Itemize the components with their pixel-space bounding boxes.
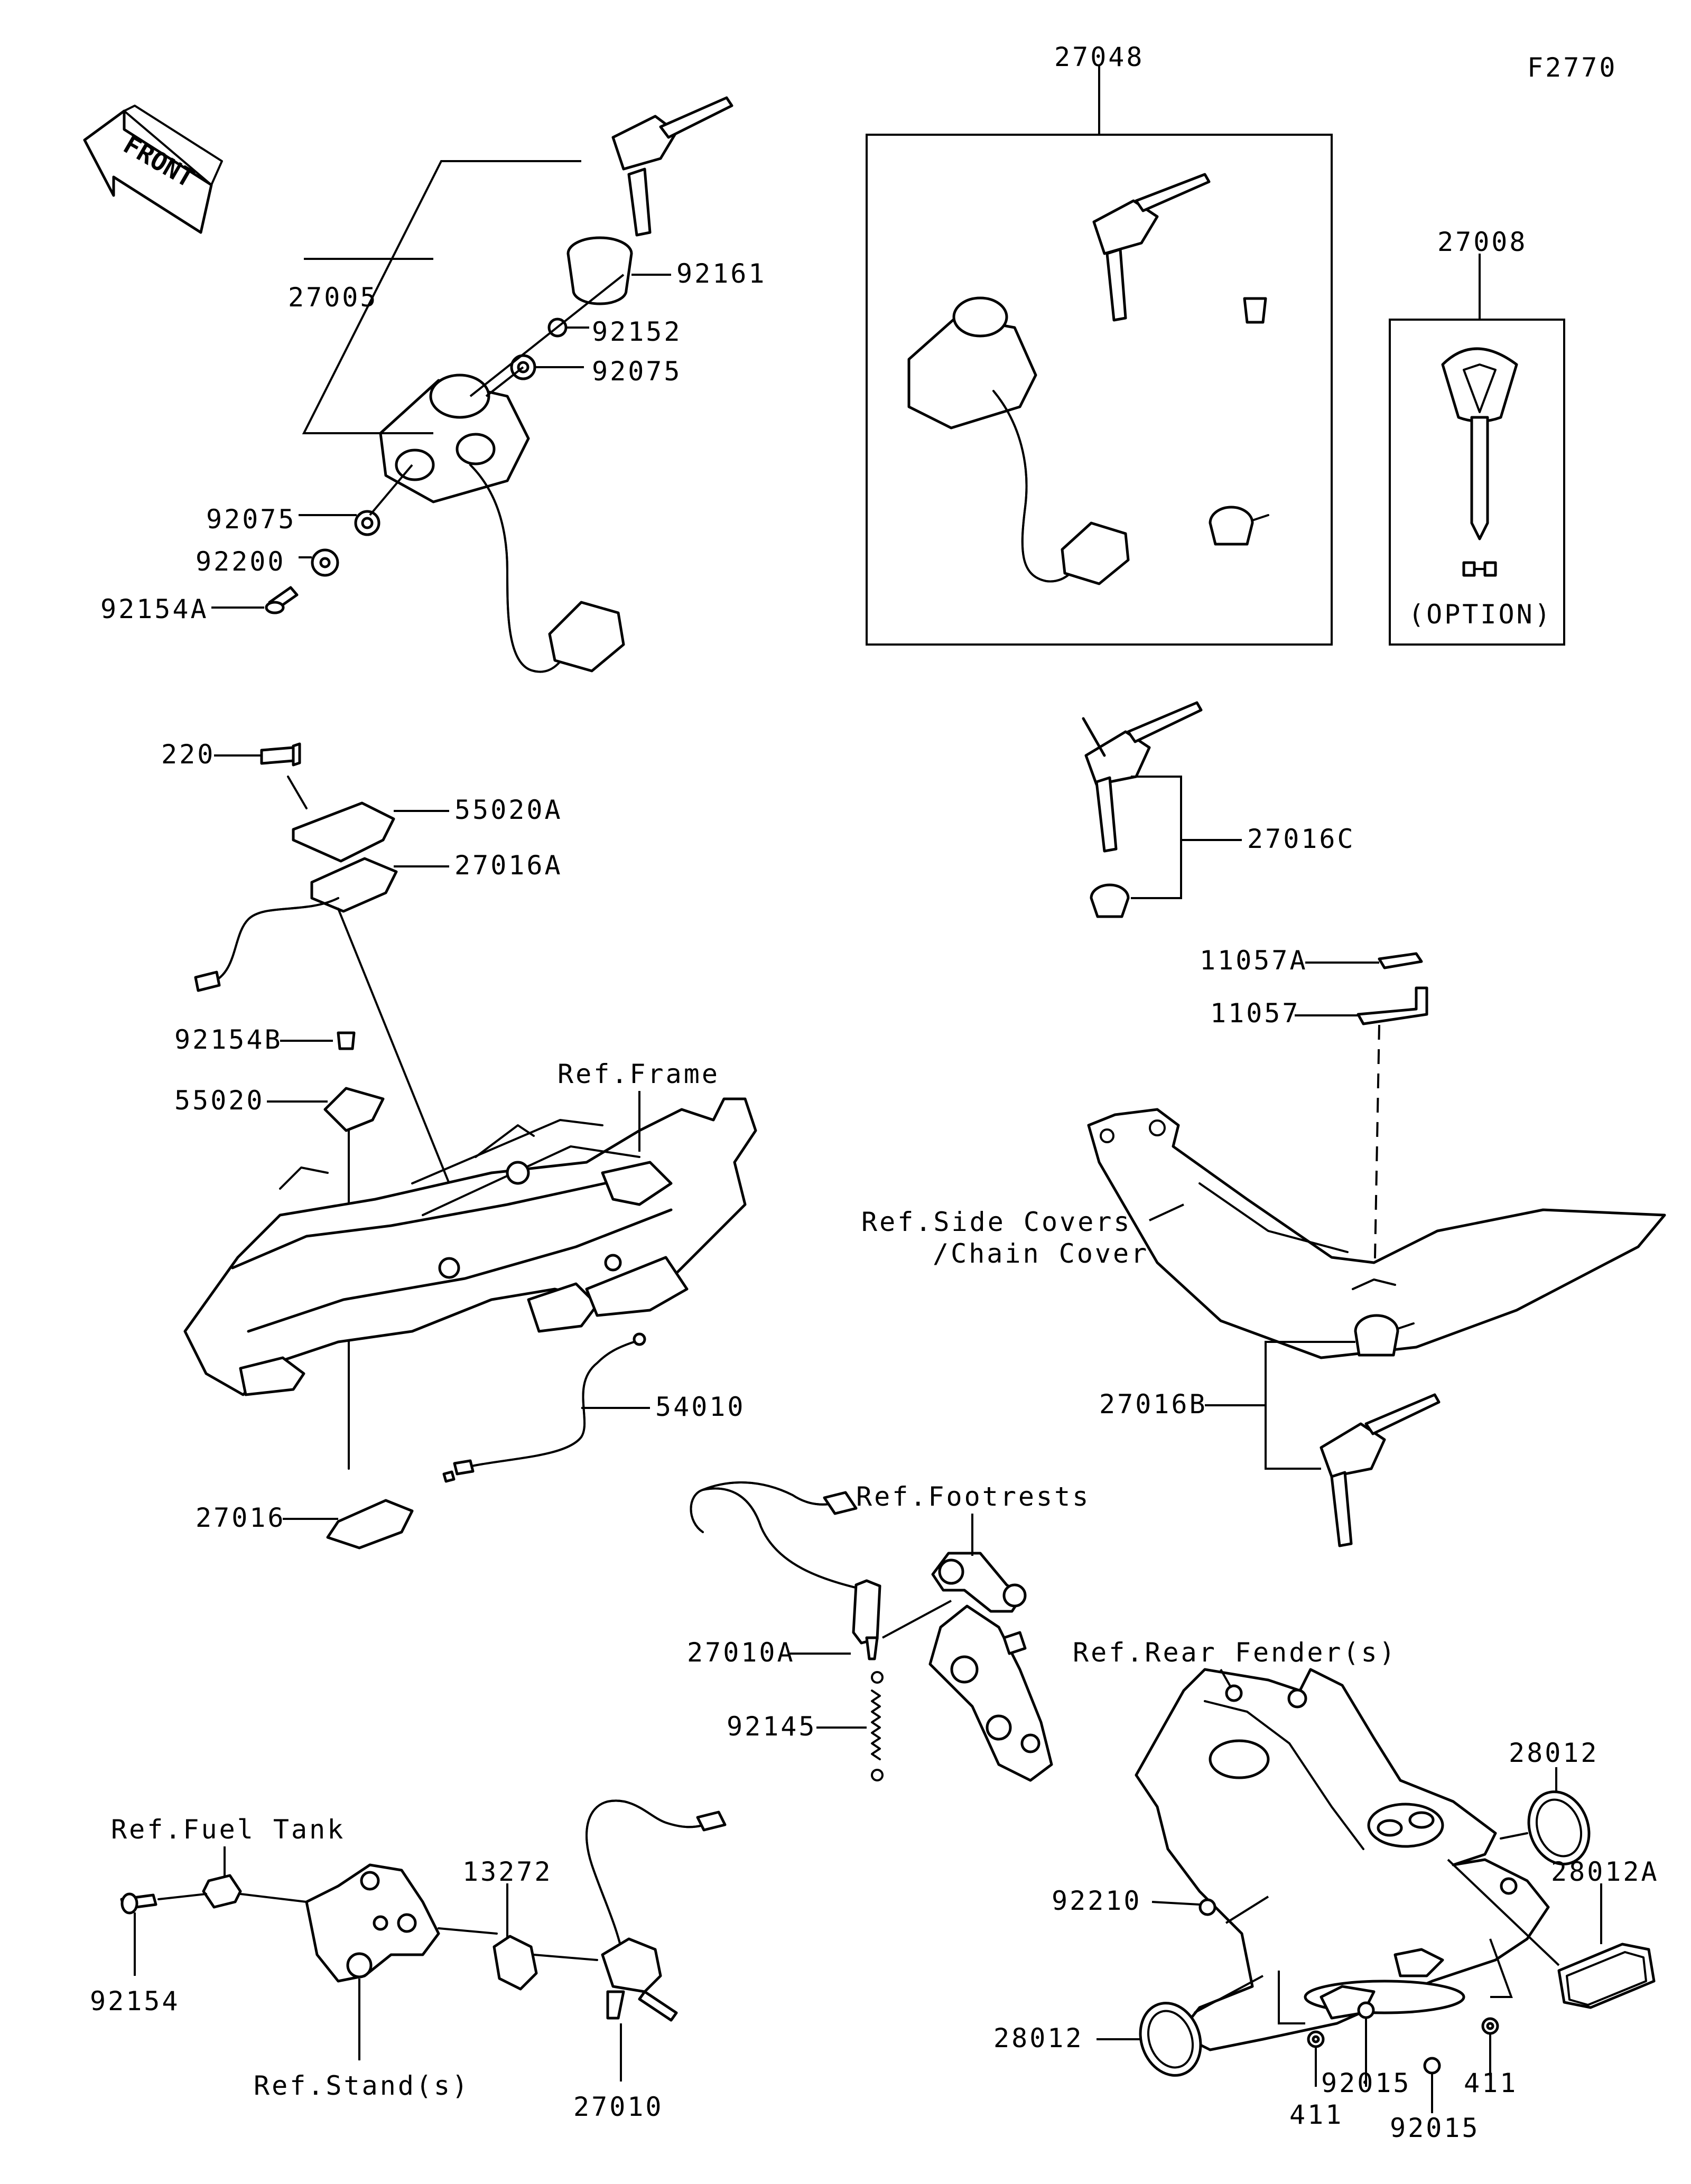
label-27016C: 27016C [1247,824,1355,854]
ref-side-covers-2: /Chain Cover [933,1238,1149,1269]
label-27005: 27005 [288,282,378,313]
label-92210: 92210 [1052,1886,1142,1916]
lock-set-27016B [1320,1314,1441,1547]
ref-rear-fender: Ref.Rear Fender(s) [1073,1637,1397,1668]
frame-ref [183,1097,757,1396]
label-92154A: 92154A [100,594,209,624]
label-92075-lower: 92075 [206,504,296,535]
rear-fender-ref [1135,1668,1550,2051]
label-411-left: 411 [1289,2099,1343,2130]
label-92152: 92152 [592,316,682,347]
label-92015-right: 92015 [1390,2113,1480,2143]
front-arrow-icon: FRONT [83,105,223,234]
kit-27048-box [866,134,1333,646]
figure-id: F2770 [1527,52,1618,83]
bracket-11057 [1356,986,1428,1025]
label-55020A: 55020A [454,795,563,825]
label-92161: 92161 [676,258,767,289]
bolt-92154B [337,1031,356,1050]
label-92154B: 92154B [174,1024,283,1055]
label-92154: 92154 [90,1986,180,2017]
ref-stands: Ref.Stand(s) [254,2070,470,2101]
option-box-27008 [1389,319,1565,646]
label-411-right: 411 [1464,2068,1518,2098]
switch-plate-13272 [493,1935,538,1991]
ref-side-covers-1: Ref.Side Covers [861,1207,1132,1237]
stand-bracket-ref [305,1863,440,1983]
label-27016A: 27016A [454,850,563,881]
label-27048: 27048 [1054,42,1145,72]
ref-fuel-tank: Ref.Fuel Tank [111,1814,345,1845]
sensor-27016 [326,1499,414,1550]
label-92200: 92200 [196,546,286,577]
side-stand-switch-27010A [690,1481,881,1660]
plate-55020 [323,1087,385,1132]
fasteners-411-92015 [1307,2001,1499,2075]
key-set-27016C [1082,701,1203,918]
label-220: 220 [161,739,215,770]
label-27016B: 27016B [1099,1389,1207,1420]
label-27010: 27010 [573,2092,664,2122]
label-92015-left: 92015 [1321,2068,1411,2098]
key-set-27048 [907,173,1269,585]
clip-11057A [1378,952,1423,969]
label-27008: 27008 [1437,227,1528,257]
label-54010: 54010 [655,1392,746,1422]
label-28012A: 28012A [1551,1856,1659,1887]
bolt-220 [260,742,301,767]
label-13272: 13272 [462,1856,553,1887]
leader-27005 [302,160,581,434]
label-28012-lower: 28012 [993,2023,1084,2054]
label-28012-upper: 28012 [1509,1738,1599,1768]
stand-switch-27010 [586,1799,727,2022]
option-note: (OPTION) [1408,599,1553,630]
bracket-fuel-tank [202,1874,242,1909]
footrest-bracket-ref [928,1552,1053,1782]
option-key-icon [1441,347,1518,577]
ref-footrests: Ref.Footrests [856,1481,1090,1512]
sensor-27016A [194,857,398,992]
label-27016: 27016 [196,1502,286,1533]
spring-92145 [871,1671,884,1781]
reflector-28012A [1557,1943,1656,2009]
reflector-28012-lower [1139,2002,1202,2077]
side-cover-ref [1087,1108,1666,1359]
label-55020: 55020 [174,1085,265,1116]
cable-54010 [442,1332,646,1483]
label-11057A: 11057A [1200,945,1308,976]
label-27010A: 27010A [687,1637,795,1668]
label-92075-upper: 92075 [592,356,682,387]
label-11057: 11057 [1210,998,1300,1029]
ref-frame: Ref.Frame [558,1059,720,1089]
nut-92210 [1198,1898,1216,1916]
reflector-28012-upper [1500,1790,1591,1865]
label-92145: 92145 [727,1711,817,1742]
plate-55020A [292,801,395,863]
